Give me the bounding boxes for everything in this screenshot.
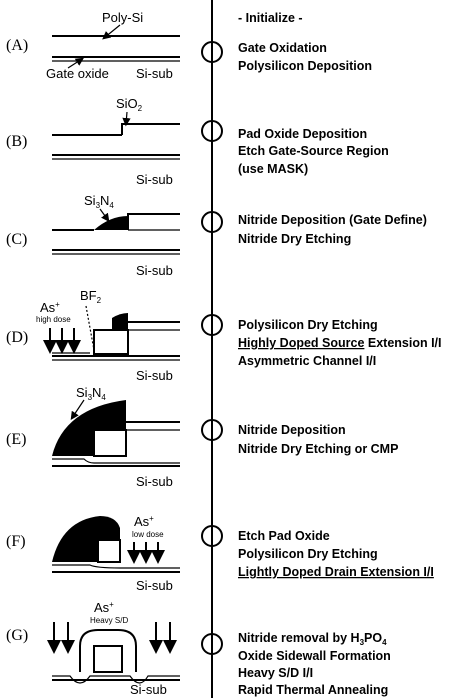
poly-gate-f (97, 539, 121, 563)
step-a-label: (A) (6, 37, 28, 54)
step-f-label: (F) (6, 533, 26, 550)
poly-gate-e (93, 429, 127, 457)
step-d-line-3: Asymmetric Channel I/I (238, 354, 376, 368)
step-b-line-2: Etch Gate-Source Region (238, 144, 389, 158)
si-sub-label-c: Si-sub (136, 263, 173, 278)
initialize-label: - Initialize - (238, 11, 303, 25)
step-c: (C) Si3N4 Si-sub Nitride Deposition (Gat… (6, 193, 427, 278)
step-f: (F) As+ low dose Si-sub Etch Pad Oxide P… (6, 514, 434, 593)
step-e-node (201, 419, 223, 441)
step-a-line-2: Polysilicon Deposition (238, 59, 372, 73)
si-sub-label-d: Si-sub (136, 368, 173, 383)
step-a-line-1: Gate Oxidation (238, 41, 327, 55)
poly-gate-g (93, 645, 123, 673)
as-high-label: As+ (40, 300, 60, 315)
bf2-label: BF2 (80, 288, 102, 305)
nitride-block-d (112, 313, 128, 330)
si-sub-label-g: Si-sub (130, 682, 167, 697)
step-d-line-1: Polysilicon Dry Etching (238, 318, 378, 332)
step-e-line-2: Nitride Dry Etching or CMP (238, 442, 398, 456)
step-c-line-2: Nitride Dry Etching (238, 232, 351, 246)
step-g-line-3: Heavy S/D I/I (238, 666, 313, 680)
si3n4-label-c: Si3N4 (84, 193, 114, 210)
nitride-cap-e (112, 414, 126, 430)
gate-oxide-label: Gate oxide (46, 66, 109, 81)
gate-stack-g (79, 629, 137, 672)
step-b-line-1: Pad Oxide Deposition (238, 127, 367, 141)
step-c-node (201, 211, 223, 233)
step-g-line-1: Nitride removal by H3PO4 (238, 631, 387, 647)
step-f-node (201, 525, 223, 547)
step-d: (D) As+ high dose BF2 Si-sub Polysilicon… (6, 288, 442, 383)
si-sub-label-e: Si-sub (136, 474, 173, 489)
low-dose-label: low dose (132, 530, 164, 539)
nitride-block-c (94, 216, 128, 230)
high-dose-label: high dose (36, 315, 71, 324)
step-b-label: (B) (6, 133, 27, 150)
as-low-label: As+ (134, 514, 154, 529)
step-c-line-1: Nitride Deposition (Gate Define) (238, 213, 427, 227)
si-sub-label-b: Si-sub (136, 172, 173, 187)
poly-si-label: Poly-Si (102, 10, 143, 25)
step-e-label: (E) (6, 431, 26, 448)
step-b-line-3: (use MASK) (238, 162, 308, 176)
step-d-node (201, 314, 223, 336)
step-b: (B) SiO2 Si-sub Pad Oxide Deposition Etc… (6, 96, 389, 187)
poly-gate-d (93, 329, 129, 355)
as-heavy-label: As+ (94, 600, 114, 615)
step-a-node (201, 41, 223, 63)
step-g: (G) As+ Heavy S/D Si-sub Nitride removal… (6, 600, 391, 697)
step-b-node (201, 120, 223, 142)
heavy-sd-label: Heavy S/D (90, 616, 128, 625)
step-g-node (201, 633, 223, 655)
step-e: (E) Si3N4 Si-sub Nitride Deposition Nitr… (6, 385, 398, 489)
step-g-line-4: Rapid Thermal Annealing (238, 683, 388, 697)
step-a: (A) Poly-Si Gate oxide Si-sub Gate Oxida… (6, 10, 372, 81)
step-c-label: (C) (6, 231, 27, 248)
step-g-line-2: Oxide Sidewall Formation (238, 649, 391, 663)
step-g-label: (G) (6, 627, 28, 644)
step-f-line-2: Polysilicon Dry Etching (238, 547, 378, 561)
step-f-line-1: Etch Pad Oxide (238, 529, 330, 543)
sio2-label: SiO2 (116, 96, 143, 113)
si-sub-label-a: Si-sub (136, 66, 173, 81)
step-d-line-2: Highly Doped Source Extension I/I (238, 336, 442, 350)
step-f-line-3: Lightly Doped Drain Extension I/I (238, 565, 434, 579)
step-d-label: (D) (6, 329, 28, 346)
si-sub-label-f: Si-sub (136, 578, 173, 593)
step-e-line-1: Nitride Deposition (238, 423, 346, 437)
si3n4-label-e: Si3N4 (76, 385, 106, 402)
